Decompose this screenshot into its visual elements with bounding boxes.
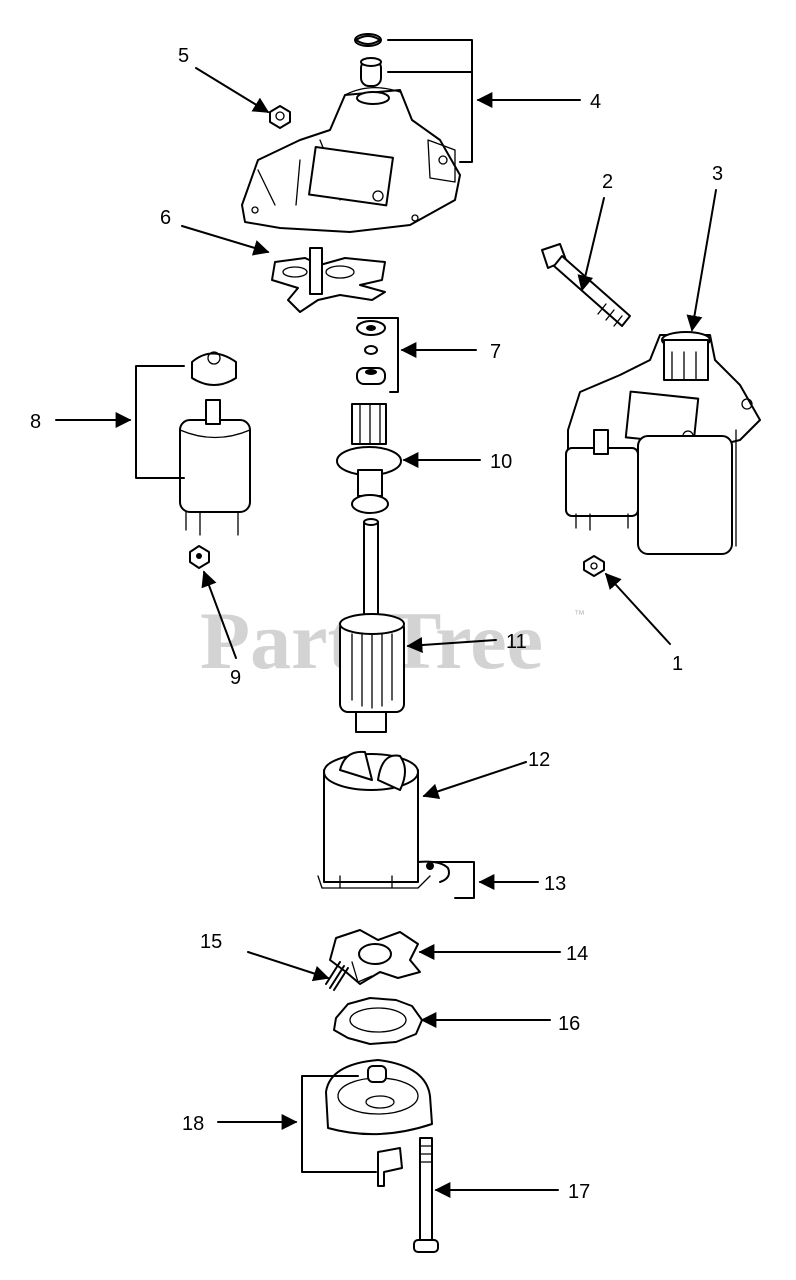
- callout-14: 14: [566, 943, 588, 965]
- part-6-brush-holder: [271, 247, 386, 313]
- callout-13: 13: [544, 873, 566, 895]
- callout-17: 17: [568, 1181, 590, 1203]
- callout-labels: 5 4 2 3 6 7 8 10 11 9 1 12 13 15 14 16 1…: [30, 45, 723, 1203]
- part-9-nut: [189, 545, 210, 569]
- part-8-solenoid: [135, 351, 251, 536]
- part-10-drive-pinion: [336, 403, 402, 514]
- callout-8: 8: [30, 411, 41, 433]
- callout-2: 2: [602, 171, 613, 193]
- part-13-wire-lead: [417, 860, 475, 899]
- callout-9: 9: [230, 667, 241, 689]
- part-18-end-cap: [301, 1059, 433, 1187]
- part-7-washers: [356, 317, 399, 393]
- part-16-brush-ring: [333, 997, 423, 1045]
- part-15-spring: [325, 961, 349, 991]
- callout-18: 18: [182, 1113, 204, 1135]
- callout-7: 7: [490, 341, 501, 363]
- callout-3: 3: [712, 163, 723, 185]
- leader-arrows: [55, 67, 717, 1198]
- part-2-bolt: [541, 243, 631, 327]
- part-4-drive-end-housing: [241, 33, 473, 233]
- callout-1: 1: [672, 653, 683, 675]
- callout-12: 12: [528, 749, 550, 771]
- callout-10: 10: [490, 451, 512, 473]
- callout-5: 5: [178, 45, 189, 67]
- watermark-trademark: ™: [574, 609, 585, 621]
- callout-4: 4: [590, 91, 601, 113]
- part-14-brush-plate: [329, 929, 421, 985]
- callout-11: 11: [506, 631, 527, 653]
- part-11-armature: [339, 518, 405, 733]
- part-12-field-frame: [317, 750, 431, 889]
- callout-6: 6: [160, 207, 171, 229]
- part-5-nut: [269, 105, 291, 129]
- part-1-nut: [583, 555, 605, 577]
- part-17-through-bolt: [413, 1137, 439, 1253]
- part-3-starter-assembly: [565, 331, 761, 555]
- callout-15: 15: [200, 931, 222, 953]
- callout-16: 16: [558, 1013, 580, 1035]
